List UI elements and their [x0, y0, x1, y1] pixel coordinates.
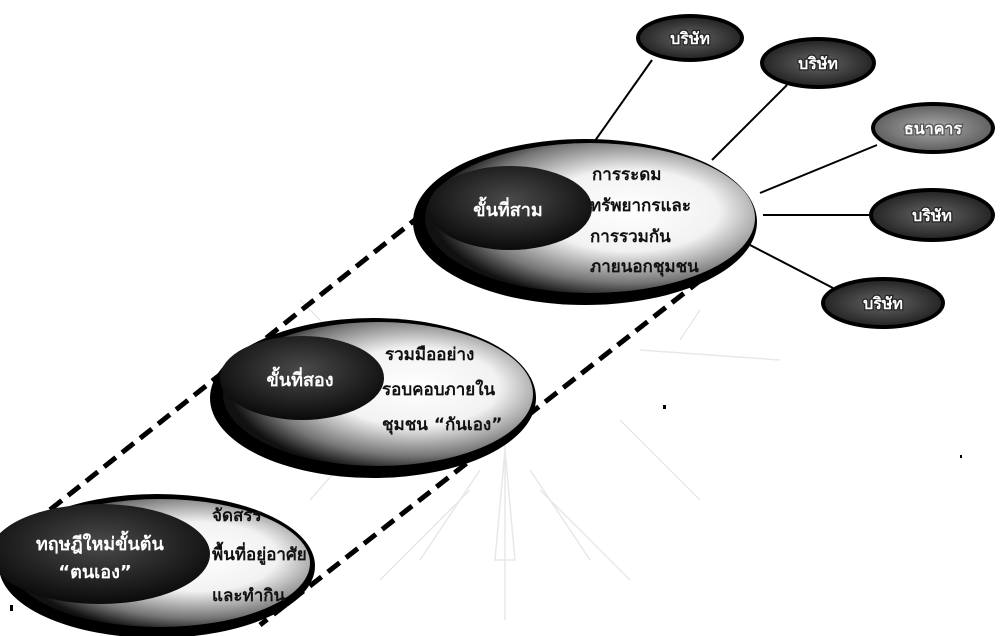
stage-1-description: จัดสรร พื้นที่อยู่อาศัย และทำกิน	[212, 506, 313, 606]
external-node-label: บริษัท	[670, 29, 710, 48]
external-node: บริษัท	[821, 277, 945, 329]
external-node: บริษัท	[760, 37, 876, 89]
stage-1: ทฤษฎีใหม่ขั้นต้น “ตนเอง” จัดสรร พื้นที่อ…	[0, 494, 315, 636]
dashed-line-right	[258, 263, 722, 627]
external-node-label: ธนาคาร	[904, 119, 962, 138]
stage-3-inner-ellipse	[428, 166, 592, 250]
stage-2-description: รวมมืออย่าง รอบคอบภายใน ชุมชน “กันเอง”	[382, 344, 502, 435]
external-node: บริษัท	[636, 14, 744, 62]
external-node-label: บริษัท	[798, 54, 838, 73]
external-node-label: บริษัท	[863, 294, 903, 313]
stage-3: ขั้นที่สาม การระดม ทรัพยากรและ การรวมกัน…	[413, 139, 757, 305]
connector-line	[759, 144, 878, 194]
dashed-connectors	[10, 198, 722, 627]
stage-3-description: การระดม ทรัพยากรและ การรวมกัน ภายนอกชุมช…	[590, 165, 699, 277]
external-node-label: บริษัท	[912, 206, 952, 225]
external-node: ธนาคาร	[871, 102, 995, 154]
stage-3-title: ขั้นที่สาม	[473, 196, 542, 221]
stage-1-inner-ellipse	[0, 504, 210, 604]
stage-2: ขั้นที่สอง รวมมืออย่าง รอบคอบภายใน ชุมชน…	[210, 318, 536, 478]
connector-line	[591, 59, 653, 146]
stage-2-title: ขั้นที่สอง	[266, 366, 333, 391]
connector-line	[749, 244, 834, 289]
external-node: บริษัท	[869, 188, 995, 242]
connector-lines	[591, 59, 878, 289]
stage-1-title: ทฤษฎีใหม่ขั้นต้น “ตนเอง”	[36, 530, 170, 583]
stray-marks	[10, 405, 962, 611]
connector-line	[711, 84, 788, 161]
stage-2-inner-ellipse	[220, 336, 384, 420]
